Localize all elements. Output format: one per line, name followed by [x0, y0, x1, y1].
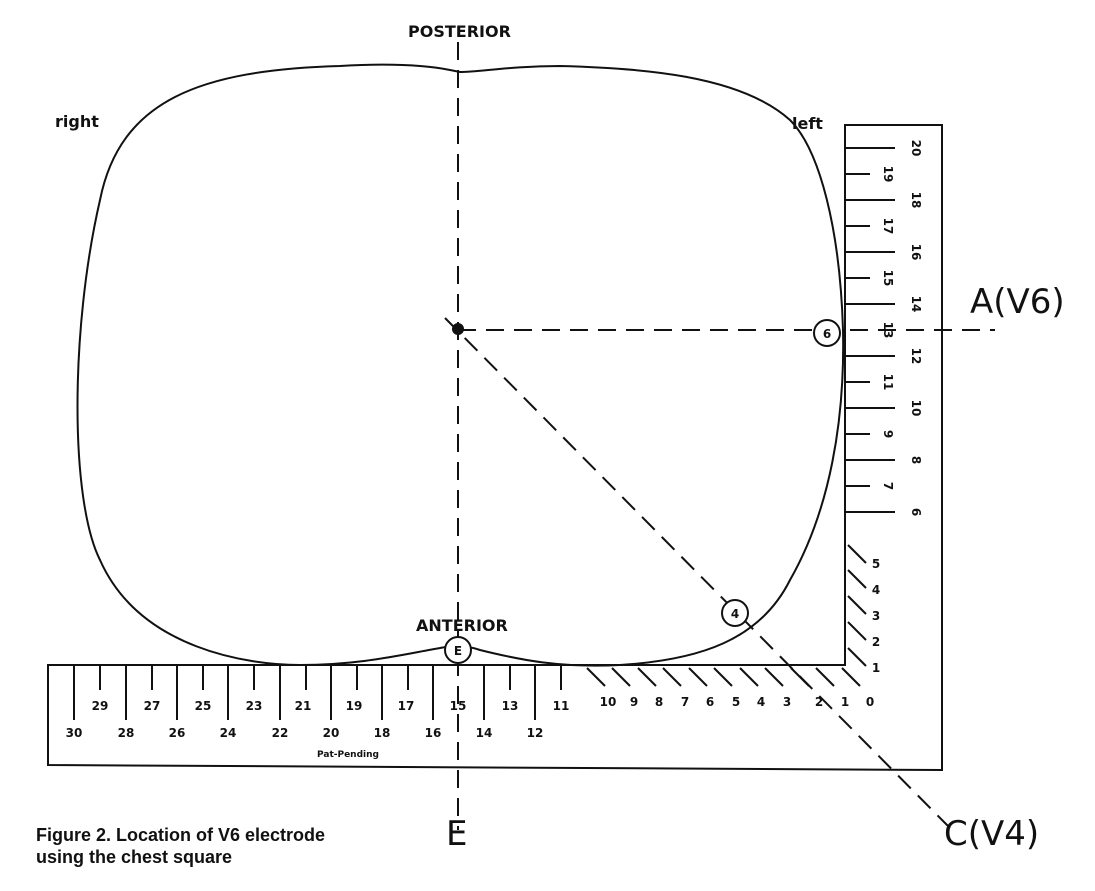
bottom-tick-label: 27	[144, 699, 161, 713]
diagonal-tick-label: 8	[655, 695, 663, 709]
bottom-tick-label: 13	[502, 699, 519, 713]
vertical-tick-label: 11	[881, 374, 895, 391]
right-label: right	[55, 112, 99, 131]
corner-tick-label: 4	[872, 583, 880, 597]
diagonal-tick-label: 5	[732, 695, 740, 709]
bottom-tick-label: 12	[527, 726, 544, 740]
bottom-ruler-bottom-numbers: 30 28 26 24 22 20 18 16 14 12	[66, 726, 544, 740]
v6-marker-label: 6	[823, 327, 831, 341]
vertical-tick-label: 14	[909, 296, 923, 313]
bottom-ruler	[47, 124, 943, 772]
vertical-tick-label: 12	[909, 348, 923, 365]
corner-ticks	[847, 544, 867, 667]
corner-tick-label: 5	[872, 557, 880, 571]
diagonal-tick-label: 4	[757, 695, 765, 709]
bottom-tick-label: 16	[425, 726, 442, 740]
bottom-tick-label: 17	[398, 699, 415, 713]
vertical-tick-label: 15	[881, 270, 895, 287]
bottom-tick-label: 28	[118, 726, 135, 740]
diagonal-ruler-ticks	[586, 667, 861, 687]
vertical-tick-label: 9	[881, 430, 895, 438]
corner-tick-label: 3	[872, 609, 880, 623]
bottom-tick-label: 18	[374, 726, 391, 740]
vertical-ruler-ticks	[845, 147, 895, 513]
vertical-ruler-numbers: 20 19 18 17 16 15 14 13 12 11 10 9 8 7 6	[881, 140, 923, 517]
bottom-tick-label: 23	[246, 699, 263, 713]
diagonal-tick-label: 0	[866, 695, 874, 709]
bottom-tick-label: 20	[323, 726, 340, 740]
bottom-tick-label: 22	[272, 726, 289, 740]
vertical-tick-label: 7	[881, 482, 895, 490]
diagonal-tick-label: 10	[600, 695, 617, 709]
corner-tick-label: 1	[872, 661, 880, 675]
corner-tick-label: 2	[872, 635, 880, 649]
corner-numbers: 5 4 3 2 1	[872, 557, 880, 675]
vertical-tick-label: 8	[909, 456, 923, 464]
pat-pending-label: Pat-Pending	[317, 750, 379, 760]
bottom-tick-label: 29	[92, 699, 109, 713]
line-c-label: C(V4)	[944, 814, 1040, 854]
posterior-label: POSTERIOR	[408, 22, 511, 41]
diagonal-tick-label: 2	[815, 695, 823, 709]
v4-marker	[721, 599, 749, 627]
anterior-label: ANTERIOR	[416, 616, 508, 635]
e-marker-label: E	[454, 644, 462, 658]
vertical-tick-label: 13	[881, 322, 895, 339]
vertical-tick-label: 10	[909, 400, 923, 417]
vertical-tick-label: 18	[909, 192, 923, 209]
caption-line-2: using the chest square	[36, 847, 233, 867]
diagonal-tick-label: 1	[841, 695, 849, 709]
bottom-tick-label: 15	[450, 699, 467, 713]
diagonal-tick-label: 6	[706, 695, 714, 709]
e-marker	[444, 636, 472, 664]
bottom-ruler-top-numbers: 29 27 25 23 21 19 17 15 13 11	[92, 699, 570, 713]
left-label: left	[792, 114, 823, 133]
bottom-tick-label: 19	[346, 699, 363, 713]
line-a-label: A(V6)	[970, 282, 1065, 322]
bottom-tick-label: 14	[476, 726, 493, 740]
line-c-dashed	[444, 317, 951, 829]
centre-point	[452, 323, 464, 335]
chest-outline	[76, 63, 845, 667]
bottom-tick-label: 26	[169, 726, 186, 740]
diagonal-ruler-numbers: 10 9 8 7 6 5 4 3 2 1 0	[600, 695, 875, 709]
bottom-tick-label: 11	[553, 699, 570, 713]
diagonal-tick-label: 3	[783, 695, 791, 709]
bottom-tick-label: 21	[295, 699, 312, 713]
figure-caption: Figure 2. Location of V6 electrode using…	[36, 824, 396, 868]
caption-line-1: Figure 2. Location of V6 electrode	[36, 825, 326, 845]
v4-marker-label: 4	[731, 607, 739, 621]
diagonal-tick-label: 7	[681, 695, 689, 709]
line-e-label: E	[446, 814, 468, 854]
bottom-ruler-ticks	[73, 665, 562, 720]
vertical-tick-label: 19	[881, 166, 895, 183]
bottom-tick-label: 25	[195, 699, 212, 713]
diagonal-tick-label: 9	[630, 695, 638, 709]
v6-marker	[813, 319, 841, 347]
vertical-tick-label: 6	[909, 508, 923, 516]
bottom-tick-label: 30	[66, 726, 83, 740]
vertical-tick-label: 17	[881, 218, 895, 235]
vertical-tick-label: 20	[909, 140, 923, 157]
bottom-tick-label: 24	[220, 726, 237, 740]
vertical-tick-label: 16	[909, 244, 923, 261]
